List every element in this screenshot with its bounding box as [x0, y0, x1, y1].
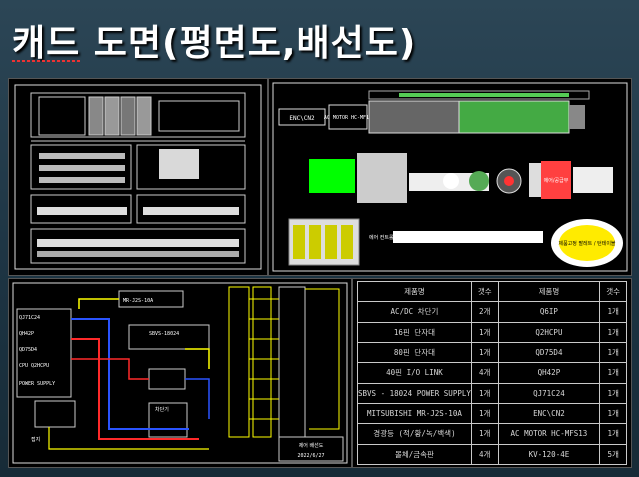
bom-cell: 16핀 단자대	[357, 321, 472, 343]
bom-cell: QJ71C24	[497, 382, 601, 404]
bom-cell: 1개	[599, 423, 627, 445]
bom-header-cell: 제품명	[497, 280, 601, 303]
red-feeder-box	[541, 161, 571, 199]
title-block-label: 제어 배선도	[299, 442, 324, 449]
bom-cell: AC MOTOR HC-MFS13	[497, 423, 601, 445]
bom-row: 16핀 단자대 1개 Q2HCPU 1개	[357, 321, 627, 343]
bom-row: SBVS - 18024 POWER SUPPLY 1개 QJ71C24 1개	[357, 382, 627, 404]
bom-row: 40핀 I/O LINK 4개 QH42P 1개	[357, 362, 627, 384]
bom-cell: 1개	[599, 321, 627, 343]
bom-cell: 1개	[470, 341, 499, 364]
plc-label-1: QJ71C24	[19, 315, 40, 321]
bom-cell: KV-120-4E	[497, 443, 601, 466]
bom-cell: 5개	[599, 443, 627, 466]
bom-cell: 1개	[599, 301, 627, 323]
green-sensor-block	[309, 159, 355, 193]
turntable-label: 제품고정 팔레트 / 턴테이블	[558, 240, 615, 247]
sbvs-label: SBVS-18024	[149, 331, 179, 337]
bom-cell: 1개	[470, 402, 499, 425]
spellcheck-underline	[12, 60, 82, 62]
bom-cell: 80핀 단자대	[357, 341, 472, 364]
bom-table: 제품명 갯수 제품명 갯수 AC/DC 차단기 2개 Q6IP 1개 16핀 단…	[357, 280, 627, 466]
red-box-label: 에어/공급부	[544, 177, 569, 184]
bom-cell: 2개	[470, 301, 499, 323]
bom-cell: 1개	[470, 321, 499, 343]
cabinet-layout-drawing	[8, 78, 268, 276]
bom-row: 몰체/금속판 4개 KV-120-4E 5개	[357, 443, 627, 466]
bom-cell: 몰체/금속판	[357, 443, 472, 466]
bom-cell: 1개	[470, 423, 499, 445]
motor-assembly-drawing: ENC\CN2 AC MOTOR HC-MF13 에어/공급부 에어 컨트롤러 …	[268, 78, 632, 276]
bom-row: AC/DC 차단기 2개 Q6IP 1개	[357, 301, 627, 323]
bom-cell: 경광등 (적/황/녹/백색)	[357, 423, 472, 445]
power-label: POWER SUPPLY	[19, 381, 55, 387]
bom-cell: 1개	[599, 341, 627, 364]
plc-label-4: CPU Q2HCPU	[19, 363, 49, 369]
bom-cell: 4개	[470, 362, 499, 384]
mr-label: MR-J2S-10A	[123, 298, 153, 304]
bom-cell: 4개	[470, 443, 499, 466]
bom-cell: 1개	[599, 402, 627, 425]
title-block-date: 2022/6/27	[297, 453, 324, 459]
bom-header-row: 제품명 갯수 제품명 갯수	[357, 280, 627, 303]
ground-label: 접지	[31, 436, 40, 443]
wiring-diagram: QJ71C24 QH42P QD75D4 CPU Q2HCPU POWER SU…	[8, 278, 352, 468]
bom-cell: Q6IP	[497, 301, 601, 323]
bom-cell: ENC\CN2	[497, 402, 601, 425]
terminal-label: 에어 컨트롤러 연결	[369, 234, 409, 241]
bom-header-cell: 갯수	[599, 280, 627, 303]
bom-row: 80핀 단자대 1개 QD75D4 1개	[357, 341, 627, 364]
bom-cell: 1개	[599, 382, 627, 404]
bom-cell: MITSUBISHI MR-J2S-10A	[357, 402, 472, 425]
plc-label-3: QD75D4	[19, 347, 37, 353]
bom-cell: AC/DC 차단기	[357, 301, 472, 323]
slide-title: 캐드 도면(평면도,배선도)	[12, 23, 417, 64]
motor-assembly-svg: ENC\CN2 AC MOTOR HC-MF13 에어/공급부 에어 컨트롤러 …	[272, 82, 628, 272]
bom-header-cell: 갯수	[470, 280, 499, 303]
enc-label: ENC\CN2	[289, 115, 315, 122]
bom-row: MITSUBISHI MR-J2S-10A 1개 ENC\CN2 1개	[357, 402, 627, 425]
motor-label: AC MOTOR HC-MF13	[324, 115, 372, 121]
bom-header-cell: 제품명	[357, 280, 472, 303]
bom-cell: Q2HCPU	[497, 321, 601, 343]
bom-cell: 40핀 I/O LINK	[357, 362, 472, 384]
bom-cell: 1개	[470, 382, 499, 404]
mcb-label: 차단기	[155, 406, 169, 413]
bill-of-materials: 제품명 갯수 제품명 갯수 AC/DC 차단기 2개 Q6IP 1개 16핀 단…	[352, 278, 632, 468]
bom-row: 경광등 (적/황/녹/백색) 1개 AC MOTOR HC-MFS13 1개	[357, 423, 627, 445]
plc-label-2: QH42P	[19, 331, 34, 337]
bom-cell: SBVS - 18024 POWER SUPPLY	[357, 382, 472, 404]
bom-cell: QD75D4	[497, 341, 601, 364]
cabinet-layout-svg	[14, 84, 262, 270]
bom-cell: QH42P	[497, 362, 601, 384]
bom-cell: 1개	[599, 362, 627, 384]
wiring-svg: QJ71C24 QH42P QD75D4 CPU Q2HCPU POWER SU…	[12, 282, 348, 464]
